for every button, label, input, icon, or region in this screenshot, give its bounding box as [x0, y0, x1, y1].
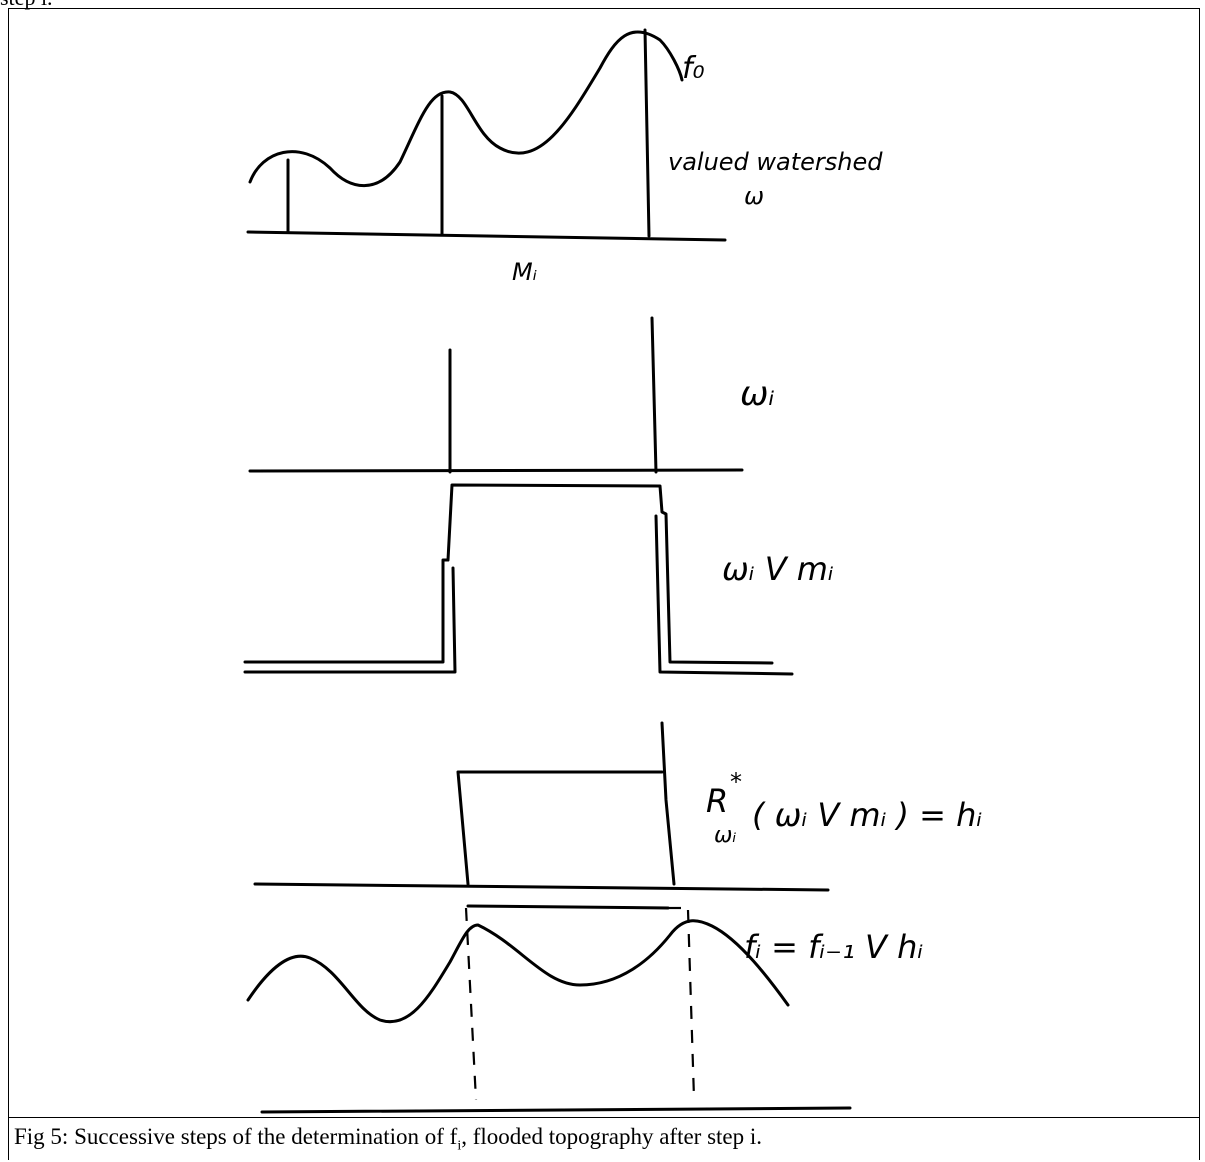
panel-3: ωᵢ V mᵢ: [243, 483, 834, 676]
wi-line-2: [650, 316, 658, 474]
caption-sub: i: [457, 1138, 462, 1154]
caption-prefix: Fig 5: Successive steps of the determina…: [14, 1124, 458, 1149]
label-fi: fᵢ = fᵢ₋₁ V hᵢ: [744, 928, 923, 966]
caption-suffix: , flooded topography after step i.: [461, 1124, 763, 1149]
dashed-line-right: [686, 909, 696, 1099]
dilation-outline-inner: [243, 514, 794, 676]
label-star: *: [730, 768, 742, 796]
baseline-1: [246, 230, 727, 242]
flood-plateau: [466, 904, 670, 910]
top-text: step i.: [0, 0, 53, 10]
panel-2: ωᵢ: [248, 316, 775, 474]
label-r: R: [706, 782, 728, 820]
reconstruction-outline: [456, 721, 676, 886]
label-r-expr: ( ωᵢ V mᵢ ) = hᵢ: [752, 796, 982, 834]
f0-curve: [248, 30, 684, 188]
label-mi: Mᵢ: [512, 258, 537, 286]
dashed-line-left: [464, 907, 478, 1101]
panel-1: f₀ valued watershed ω Mᵢ: [246, 28, 883, 286]
watershed-line-3: [643, 28, 651, 238]
caption-box: [8, 1117, 1200, 1160]
panel-5: fᵢ = fᵢ₋₁ V hᵢ: [246, 904, 923, 1114]
panel-4: R * ωᵢ ( ωᵢ V mᵢ ) = hᵢ: [253, 721, 982, 892]
baseline-2: [248, 468, 744, 473]
label-valued-watershed: valued watershed: [668, 148, 883, 176]
label-wi: ωᵢ: [740, 374, 775, 414]
label-f0: f₀: [682, 51, 705, 86]
label-omega: ω: [744, 182, 764, 210]
dilation-outline-outer: [243, 483, 774, 665]
label-r-sub: ωᵢ: [714, 823, 736, 848]
label-wi-v-mi: ωᵢ V mᵢ: [722, 550, 834, 588]
figure-caption: Fig 5: Successive steps of the determina…: [14, 1122, 762, 1162]
figure-frame: [8, 8, 1200, 1118]
baseline-5: [260, 1106, 852, 1114]
fi-curve: [246, 919, 790, 1024]
baseline-4: [253, 882, 830, 892]
